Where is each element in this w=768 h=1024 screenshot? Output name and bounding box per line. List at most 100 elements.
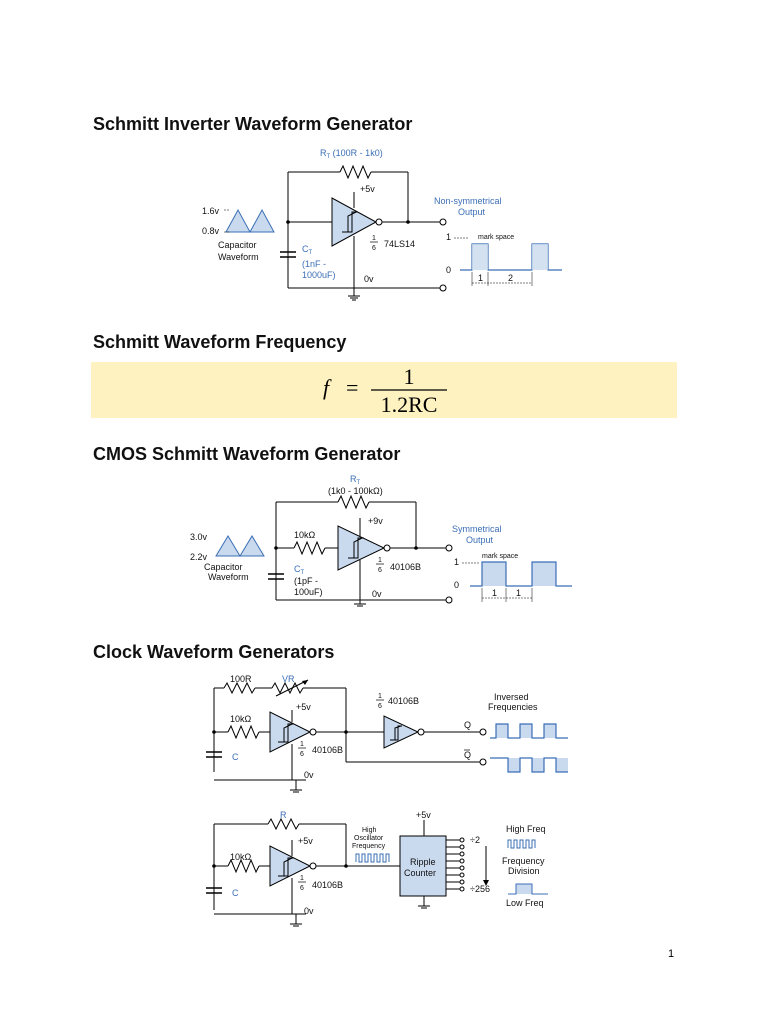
qbar-label: Q bbox=[464, 750, 471, 760]
cap-wave-label-1: Capacitor bbox=[218, 240, 257, 250]
cap-wave2-label-1: Capacitor bbox=[204, 562, 243, 572]
heading-clock-generators: Clock Waveform Generators bbox=[93, 642, 335, 662]
rt-label: RT (100R - 1k0) bbox=[320, 148, 383, 160]
high-freq-label: High Freq bbox=[506, 824, 546, 834]
capacitor-waveform-2 bbox=[215, 535, 265, 557]
v-low-label-2: 2.2v bbox=[190, 552, 208, 562]
high-osc-waveform bbox=[355, 853, 390, 863]
supply-label-3: +5v bbox=[296, 702, 311, 712]
input-resistor-4 bbox=[227, 858, 260, 874]
output-square-wave-2 bbox=[470, 561, 572, 587]
chip-b-label: 40106B bbox=[388, 696, 419, 706]
hysteresis-icon bbox=[278, 723, 294, 743]
v-low-label: 0.8v bbox=[202, 226, 220, 236]
heading-waveform-frequency: Schmitt Waveform Frequency bbox=[93, 332, 347, 352]
high-freq-waveform bbox=[507, 839, 536, 849]
input-resistor-3 bbox=[227, 724, 260, 740]
osc-label-1: High bbox=[362, 827, 377, 834]
div-top-label: ÷2 bbox=[470, 835, 480, 845]
level2-1-label: 1 bbox=[454, 557, 459, 567]
capacitor-waveform bbox=[225, 208, 275, 234]
vr-resistor bbox=[271, 681, 304, 695]
formula-lhs: f bbox=[323, 375, 332, 400]
low-freq-label: Low Freq bbox=[506, 898, 544, 908]
ct-range-1: (1nF - bbox=[302, 259, 326, 269]
v-high-label: 1.6v bbox=[202, 206, 220, 216]
ground-label: 0v bbox=[364, 274, 374, 284]
freq-div-label-1: Frequency bbox=[502, 856, 545, 866]
fraction-den-3a: 6 bbox=[300, 751, 304, 758]
cap-wave-label-2: Waveform bbox=[218, 252, 259, 262]
ground-label-3: 0v bbox=[304, 770, 314, 780]
inversed-label-2: Frequencies bbox=[488, 702, 538, 712]
counter-label-2: Counter bbox=[404, 868, 436, 878]
output2-label-1: Symmetrical bbox=[452, 524, 502, 534]
hysteresis-icon bbox=[342, 211, 358, 233]
ct2-range-1: (1pF - bbox=[294, 576, 318, 586]
rt2-resistor bbox=[337, 494, 370, 510]
fraction-den-3b: 6 bbox=[378, 703, 382, 710]
counter-outputs bbox=[446, 837, 465, 892]
r1-resistor bbox=[223, 681, 256, 695]
r4-label: R bbox=[280, 810, 287, 820]
fraction-num: 1 bbox=[372, 235, 376, 242]
ct2-range-2: 100uF) bbox=[294, 587, 323, 597]
hysteresis-icon bbox=[278, 857, 294, 877]
vr-label: VR bbox=[282, 674, 295, 684]
r1-label: 100R bbox=[230, 674, 252, 684]
ground-label-4: 0v bbox=[304, 906, 314, 916]
division-arrow-icon bbox=[483, 880, 489, 886]
period2-2-label: 1 bbox=[516, 588, 521, 598]
output-terminal bbox=[439, 218, 447, 226]
div-bottom-label: ÷256 bbox=[470, 884, 490, 894]
cap-label-4: C bbox=[232, 888, 239, 898]
level-1-label: 1 bbox=[446, 232, 451, 242]
cmos-schmitt-diagram: RT (1k0 - 100kΩ) 10kΩ +9v 0v 1 6 40106B bbox=[190, 474, 580, 608]
fraction-num-3b: 1 bbox=[378, 693, 382, 700]
period-1-label: 1 bbox=[478, 273, 483, 283]
fraction-den-4: 6 bbox=[300, 885, 304, 892]
fraction-num-4: 1 bbox=[300, 875, 304, 882]
supply-label: +5v bbox=[360, 184, 375, 194]
mark-space-label: mark space bbox=[478, 234, 514, 241]
output-label-1: Non-symmetrical bbox=[434, 196, 502, 206]
inverter-4-symbol bbox=[269, 845, 312, 887]
r-in-label-4: 10kΩ bbox=[230, 852, 252, 862]
heading-schmitt-inverter: Schmitt Inverter Waveform Generator bbox=[93, 114, 413, 134]
ct-label: CT bbox=[302, 244, 313, 256]
period-2-label: 2 bbox=[508, 273, 513, 283]
output-label-2: Output bbox=[458, 207, 486, 217]
q-label: Q bbox=[464, 720, 471, 730]
level-0-label: 0 bbox=[446, 265, 451, 275]
rt-resistor bbox=[339, 164, 372, 180]
qbar-waveform bbox=[490, 757, 568, 773]
page-number: 1 bbox=[668, 948, 675, 960]
osc-label-3: Frequency bbox=[352, 843, 386, 850]
ground-label-2: 0v bbox=[372, 589, 382, 599]
chip-label-2: 40106B bbox=[390, 562, 421, 572]
fraction-num-2: 1 bbox=[378, 557, 382, 564]
period2-1-label: 1 bbox=[492, 588, 497, 598]
osc-label-2: Oscillator bbox=[354, 835, 384, 842]
schmitt-inverter-diagram: RT (100R - 1k0) +5v 0v 1 6 74LS14 bbox=[196, 140, 576, 308]
cmos-inverter-symbol bbox=[337, 525, 386, 571]
fraction-num-3a: 1 bbox=[300, 741, 304, 748]
fraction-den: 6 bbox=[372, 245, 376, 252]
chip-label-4: 40106B bbox=[312, 880, 343, 890]
clock-generator-inversed-diagram: 100R VR 10kΩ +5v 0v 1 6 401 bbox=[196, 672, 576, 802]
level2-0-label: 0 bbox=[454, 580, 459, 590]
formula-denominator: 1.2RC bbox=[381, 392, 438, 417]
clock-generator-ripple-diagram: R 10kΩ +5v 0v 1 6 40106B C High Oscilla bbox=[196, 810, 576, 936]
supply-label-4: +5v bbox=[298, 836, 313, 846]
q-waveform bbox=[490, 723, 568, 739]
mark-space-label-2: mark space bbox=[482, 553, 518, 560]
inverter-b-symbol bbox=[383, 715, 420, 749]
chip-a-label: 40106B bbox=[312, 745, 343, 755]
freq-div-label-2: Division bbox=[508, 866, 540, 876]
inverter-a-symbol bbox=[269, 711, 312, 753]
rt2-label: RT bbox=[350, 474, 361, 486]
rt2-range: (1k0 - 100kΩ) bbox=[328, 486, 383, 496]
schmitt-inverter-symbol bbox=[331, 197, 378, 247]
hysteresis-icon bbox=[348, 537, 364, 559]
supply-label-2: +9v bbox=[368, 516, 383, 526]
